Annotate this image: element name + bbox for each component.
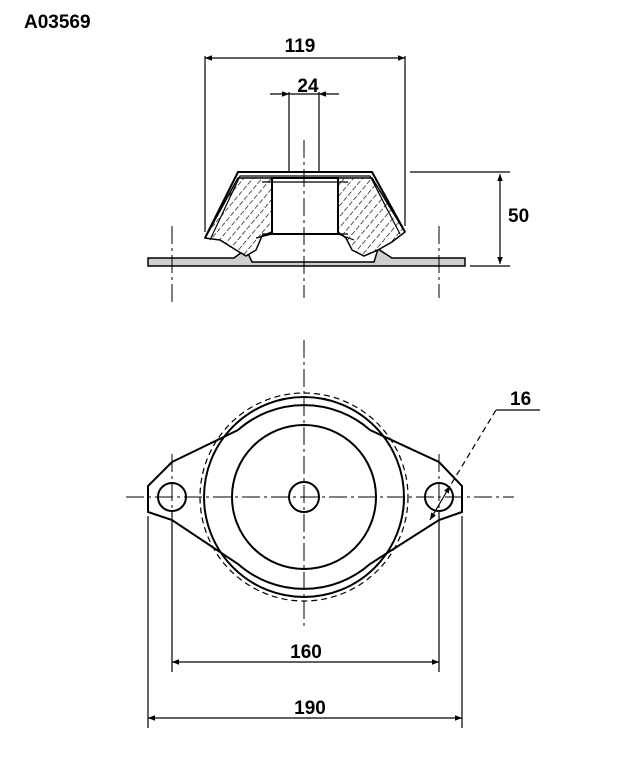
outer-cover xyxy=(204,171,406,239)
dim-height: 50 xyxy=(508,206,529,227)
rubber-body-right xyxy=(337,177,406,257)
dim-hole-diameter: 16 xyxy=(510,389,531,410)
rubber-body-left xyxy=(203,177,273,257)
dim-top-outer-width: 119 xyxy=(285,36,316,57)
dim-overall-length: 190 xyxy=(294,698,326,719)
base-plate xyxy=(147,247,466,267)
dim-hole-spacing: 160 xyxy=(290,642,322,663)
inner-bushing xyxy=(271,177,339,235)
part-code: A03569 xyxy=(24,12,91,33)
dim-bore-diameter: 24 xyxy=(297,76,319,97)
section-view: 119 24 50 xyxy=(147,36,529,304)
plan-view: 16 160 190 xyxy=(126,340,540,728)
